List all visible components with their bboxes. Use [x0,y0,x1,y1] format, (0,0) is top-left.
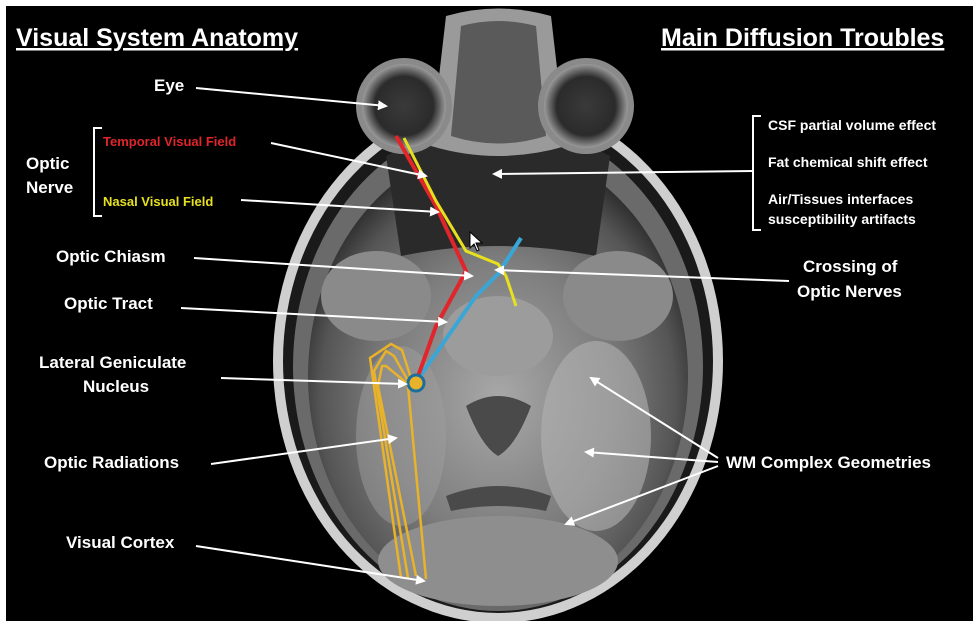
left-title: Visual System Anatomy [16,24,298,52]
troubles-bracket [753,116,761,230]
trouble-air-1: Air/Tissues interfaces [768,191,913,207]
eye-label: Eye [154,76,184,95]
optic-radiations-label: Optic Radiations [44,453,179,472]
trouble-csf: CSF partial volume effect [768,117,936,133]
right-title: Main Diffusion Troubles [661,24,944,52]
diagram-canvas: Visual System Anatomy Main Diffusion Tro… [6,6,973,621]
lgn-label-1: Lateral Geniculate [39,353,186,372]
trouble-air-2: susceptibility artifacts [768,211,916,227]
visual-cortex-label: Visual Cortex [66,533,175,552]
crossing-label-2: Optic Nerves [797,282,902,301]
lgn-marker [408,375,424,391]
temporal-field-label: Temporal Visual Field [103,134,236,149]
optic-nerve-bracket [94,128,102,216]
slide: Visual System Anatomy Main Diffusion Tro… [6,6,973,621]
trouble-fat: Fat chemical shift effect [768,154,928,170]
optic-nerve-label-2: Nerve [26,178,73,197]
eye-right [538,58,634,154]
lgn-label-2: Nucleus [83,377,149,396]
optic-tract-label: Optic Tract [64,294,153,313]
wm-complex-label: WM Complex Geometries [726,453,931,472]
nasal-field-label: Nasal Visual Field [103,194,213,209]
crossing-label-1: Crossing of [803,257,898,276]
optic-chiasm-label: Optic Chiasm [56,247,166,266]
mri-brain-image [273,9,723,622]
optic-nerve-label-1: Optic [26,154,69,173]
